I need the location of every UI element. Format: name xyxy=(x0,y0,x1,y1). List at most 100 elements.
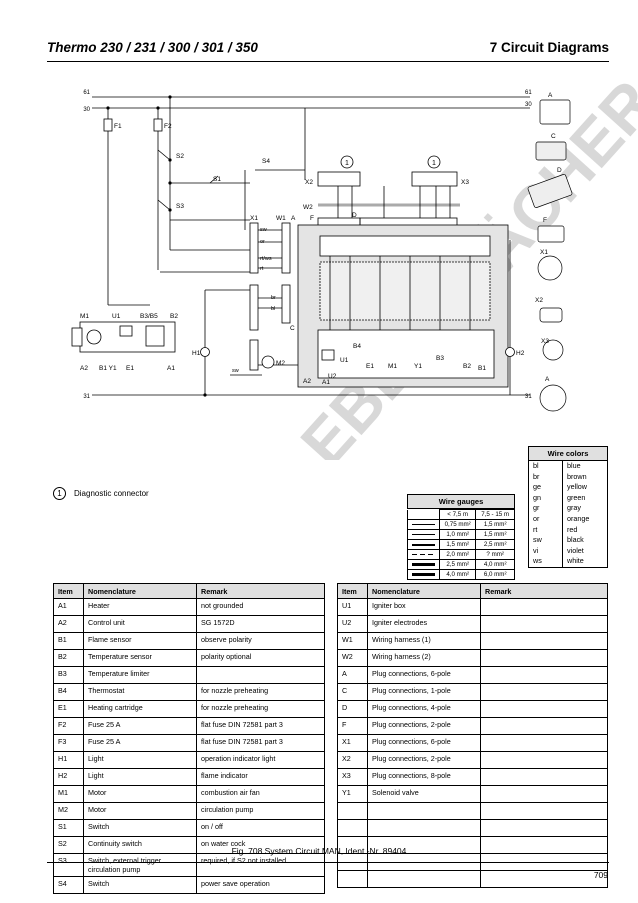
item-nomenclature xyxy=(367,870,481,888)
document-title: Thermo 230 / 231 / 300 / 301 / 350 xyxy=(47,40,258,55)
footer-rule xyxy=(47,862,609,863)
item-remark: flame indicator xyxy=(196,768,325,786)
wire-gauge-symbol xyxy=(407,569,440,580)
col-item: Item xyxy=(53,583,84,599)
control-unit-a2 xyxy=(297,224,509,388)
item-nomenclature: Plug connections, 8-pole xyxy=(367,768,481,786)
item-nomenclature: Plug connections, 6-pole xyxy=(367,734,481,752)
label-f: F xyxy=(310,215,314,222)
item-code xyxy=(337,819,368,837)
wire-gauges-title: Wire gauges xyxy=(407,494,515,509)
col-remark: Remark xyxy=(480,583,608,599)
supply-rails xyxy=(92,96,530,396)
label-x1: X1 xyxy=(250,215,258,222)
item-nomenclature: Switch xyxy=(83,876,197,894)
connector-illustrations xyxy=(527,99,573,412)
item-code: A1 xyxy=(53,598,84,616)
table-row xyxy=(337,836,608,854)
item-remark xyxy=(480,598,608,616)
wire-color-name: gray xyxy=(562,503,608,514)
wire-color-name: blue xyxy=(562,460,608,472)
label-s3: S3 xyxy=(176,203,184,210)
item-code: H1 xyxy=(53,751,84,769)
item-remark: for nozzle preheating xyxy=(196,683,325,701)
item-nomenclature: Heater xyxy=(83,598,197,616)
label-w1: W1 xyxy=(276,215,286,222)
item-remark: on water cock xyxy=(196,836,325,854)
item-nomenclature xyxy=(367,802,481,820)
wire-gauge-symbol xyxy=(407,559,440,570)
item-remark xyxy=(480,615,608,633)
diagnostic-marker: 1 xyxy=(53,487,66,500)
item-code: X1 xyxy=(337,734,368,752)
rail-31-right: 31 xyxy=(525,394,532,400)
item-remark xyxy=(480,649,608,667)
gauge-long-run: ? mm² xyxy=(475,549,515,560)
label-y1-unit: Y1 xyxy=(414,363,422,370)
item-remark xyxy=(480,802,608,820)
connector-label-x2: X2 xyxy=(535,297,543,304)
item-code: S4 xyxy=(53,876,84,894)
diag-marker-1 xyxy=(340,155,354,169)
wire-gauge-symbol xyxy=(407,539,440,550)
wire-rt-ws: rt/ws xyxy=(260,256,272,262)
wire-color-code: ge xyxy=(528,482,563,493)
rail-30-left: 30 xyxy=(83,107,90,113)
item-code xyxy=(337,802,368,820)
item-nomenclature: Igniter box xyxy=(367,598,481,616)
item-nomenclature: Switch xyxy=(83,819,197,837)
label-a2-unit: A2 xyxy=(303,378,311,385)
item-nomenclature: Fuse 25 A xyxy=(83,734,197,752)
item-nomenclature: Fuse 25 A xyxy=(83,717,197,735)
item-remark: flat fuse DIN 72581 part 3 xyxy=(196,734,325,752)
label-s2: S2 xyxy=(176,153,184,160)
label-u1: U1 xyxy=(112,313,121,320)
label-s1: S1 xyxy=(213,176,221,183)
label-h2: H2 xyxy=(516,350,525,357)
item-code: E1 xyxy=(53,700,84,718)
label-c: C xyxy=(290,325,295,332)
wire-color-code: ws xyxy=(528,556,563,568)
item-code: F xyxy=(337,717,368,735)
label-u1-unit: U1 xyxy=(340,357,349,364)
item-nomenclature: Igniter electrodes xyxy=(367,615,481,633)
connector-label-a2: A xyxy=(545,376,550,383)
item-remark: required, if S2 not installed xyxy=(196,853,325,877)
item-code: S3 xyxy=(53,853,84,877)
label-b1-unit: B1 xyxy=(478,365,486,372)
wire-gauge-row: 2,0 mm²? mm² xyxy=(407,549,515,560)
wire-sw: sw xyxy=(260,227,267,233)
rail-31-left: 31 xyxy=(83,394,90,400)
gauge-short-run: 1,5 mm² xyxy=(438,539,477,550)
item-code: B1 xyxy=(53,632,84,650)
item-code: X2 xyxy=(337,751,368,769)
table-row xyxy=(337,819,608,837)
item-nomenclature: Plug connections, 2-pole xyxy=(367,717,481,735)
section-title: 7 Circuit Diagrams xyxy=(489,40,609,55)
item-remark: SG 1572D xyxy=(196,615,325,633)
connector-label-x1: X1 xyxy=(540,249,548,256)
item-code: A xyxy=(337,666,368,684)
connector-label-f: F xyxy=(543,217,547,224)
wire-color-code: bl xyxy=(528,460,563,472)
page-header: Thermo 230 / 231 / 300 / 301 / 350 7 Cir… xyxy=(47,36,609,62)
gauge-head-short: < 7,5 m xyxy=(438,509,477,520)
wire-gauge-symbol xyxy=(407,549,440,560)
label-m2: M2 xyxy=(276,360,285,367)
item-remark: polarity optional xyxy=(196,649,325,667)
